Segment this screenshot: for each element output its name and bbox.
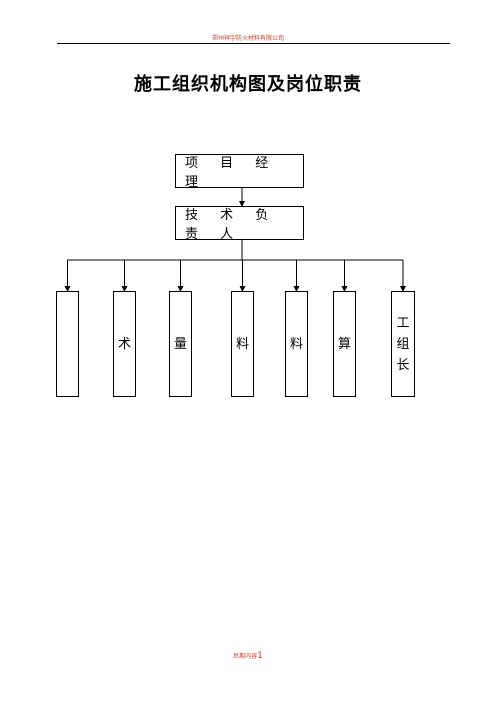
- position-column-4: 料: [231, 291, 254, 397]
- position-column-label: 术: [117, 336, 131, 352]
- page-header-company: 郑州祥宇防火材料有限公司: [211, 35, 284, 42]
- position-column-label: 料: [235, 336, 249, 352]
- position-column-7: 工 组 长: [391, 291, 415, 397]
- header-divider: [57, 43, 450, 44]
- position-column-label: 算: [337, 336, 351, 352]
- page-number: 1: [257, 651, 263, 661]
- page-title: 施工组织机构图及岗位职责: [134, 74, 362, 95]
- technical-lead-box: 技 术 负 责 人: [175, 206, 304, 242]
- position-column-5: 料: [285, 291, 308, 397]
- position-column-label: 料: [289, 336, 303, 352]
- position-column-6: 算: [333, 291, 356, 397]
- position-column-1: [56, 291, 79, 397]
- position-column-3: 量: [169, 291, 192, 397]
- page-footer: 后期内容1: [0, 651, 496, 661]
- position-column-2: 术: [113, 291, 136, 397]
- project-manager-box: 项 目 经 理: [175, 154, 304, 190]
- footer-text: 后期内容: [233, 653, 258, 660]
- position-column-label: 工 组 长: [396, 315, 410, 373]
- position-column-label: 量: [173, 336, 187, 352]
